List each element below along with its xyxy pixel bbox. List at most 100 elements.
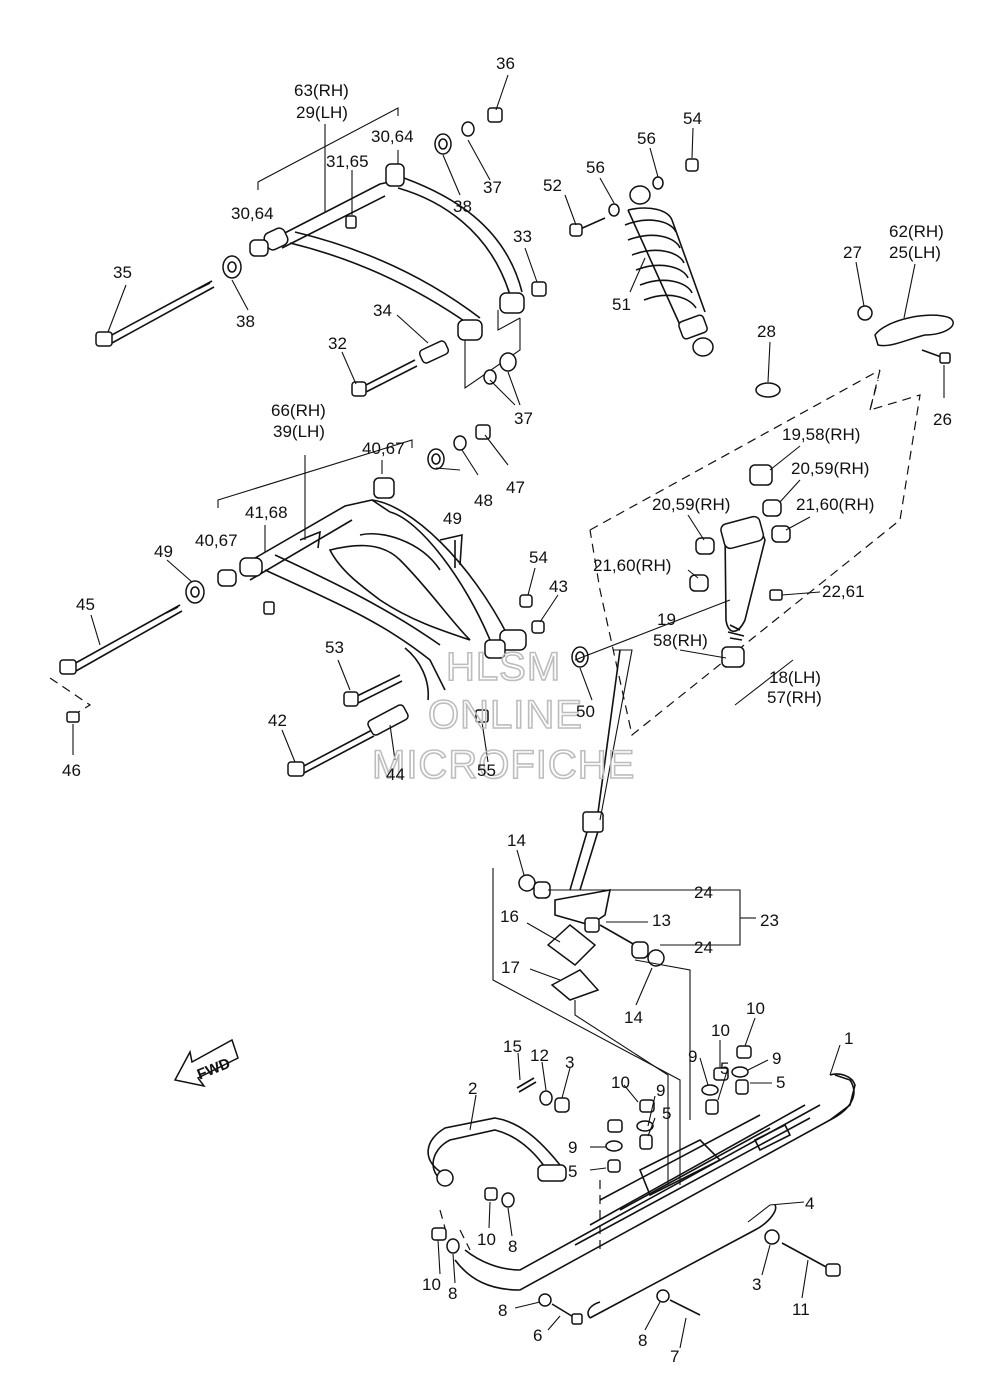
callout-10-b: 10 bbox=[711, 1021, 730, 1040]
callout-49-left: 49 bbox=[154, 542, 173, 561]
callout-49-top: 49 bbox=[443, 509, 462, 528]
callout-20-59-rh-a: 20,59(RH) bbox=[791, 459, 869, 478]
fwd-arrow: FWD bbox=[173, 1038, 239, 1088]
watermark-line2: ONLINE bbox=[428, 693, 583, 737]
callout-19-58-rh: 19,58(RH) bbox=[782, 425, 860, 444]
callout-46: 46 bbox=[62, 761, 81, 780]
callout-8-a: 8 bbox=[508, 1237, 517, 1256]
leader-lines bbox=[72, 74, 945, 1349]
callout-14-bot: 14 bbox=[624, 1008, 643, 1027]
upper-a-arm-group bbox=[95, 107, 547, 397]
callout-labels: 36 63(RH) 29(LH) 30,64 31,65 37 38 30,64… bbox=[62, 54, 952, 1366]
callout-15: 15 bbox=[503, 1037, 522, 1056]
callout-38-top: 38 bbox=[453, 197, 472, 216]
callout-38-left: 38 bbox=[236, 312, 255, 331]
callout-35: 35 bbox=[113, 263, 132, 282]
callout-9-c: 9 bbox=[656, 1081, 665, 1100]
callout-40-67-left: 40,67 bbox=[195, 531, 238, 550]
callout-56a: 56 bbox=[637, 129, 656, 148]
callout-45: 45 bbox=[76, 595, 95, 614]
callout-39-lh: 39(LH) bbox=[273, 422, 325, 441]
callout-58-rh: 58(RH) bbox=[653, 631, 708, 650]
callout-54-mid: 54 bbox=[529, 548, 548, 567]
callout-1: 1 bbox=[844, 1029, 853, 1048]
callout-9-a: 9 bbox=[688, 1047, 697, 1066]
callout-24-top: 24 bbox=[694, 883, 713, 902]
callout-24-bot: 24 bbox=[694, 938, 713, 957]
callout-36: 36 bbox=[496, 54, 515, 73]
callout-44: 44 bbox=[386, 765, 405, 784]
callout-5-d: 5 bbox=[568, 1162, 577, 1181]
watermark-line1: HLSM bbox=[446, 645, 561, 689]
callout-26: 26 bbox=[933, 410, 952, 429]
callout-33: 33 bbox=[513, 227, 532, 246]
callout-5-b: 5 bbox=[776, 1073, 785, 1092]
callout-13: 13 bbox=[652, 911, 671, 930]
callout-54-top: 54 bbox=[683, 109, 702, 128]
watermark-line3: MICROFICHE bbox=[372, 743, 635, 787]
callout-9-d: 9 bbox=[568, 1138, 577, 1157]
callout-23: 23 bbox=[760, 911, 779, 930]
lower-a-arm-group bbox=[49, 424, 589, 777]
callout-62-rh: 62(RH) bbox=[889, 222, 944, 241]
callout-10-c: 10 bbox=[611, 1073, 630, 1092]
callout-9-b: 9 bbox=[772, 1049, 781, 1068]
callout-10-a: 10 bbox=[746, 999, 765, 1018]
callout-53: 53 bbox=[325, 638, 344, 657]
callout-6: 6 bbox=[533, 1326, 542, 1345]
callout-3-top: 3 bbox=[565, 1053, 574, 1072]
callout-21-60-rh-b: 21,60(RH) bbox=[593, 556, 671, 575]
callout-5-c: 5 bbox=[662, 1104, 671, 1123]
callout-8-b: 8 bbox=[448, 1284, 457, 1303]
callout-51: 51 bbox=[612, 295, 631, 314]
callout-10-d: 10 bbox=[477, 1230, 496, 1249]
callout-27: 27 bbox=[843, 243, 862, 262]
callout-43: 43 bbox=[549, 577, 568, 596]
callout-55: 55 bbox=[477, 761, 496, 780]
shock-absorber bbox=[569, 158, 714, 357]
callout-4: 4 bbox=[805, 1194, 814, 1213]
ski bbox=[427, 1045, 856, 1325]
callout-19: 19 bbox=[657, 610, 676, 629]
ski-bracket-group bbox=[492, 868, 691, 1185]
callout-66-rh: 66(RH) bbox=[271, 401, 326, 420]
callout-7: 7 bbox=[670, 1347, 679, 1366]
callout-2: 2 bbox=[468, 1079, 477, 1098]
callout-22-61: 22,61 bbox=[822, 582, 865, 601]
callout-50: 50 bbox=[576, 702, 595, 721]
callout-56b: 56 bbox=[586, 158, 605, 177]
callout-34: 34 bbox=[373, 301, 392, 320]
callout-8-d: 8 bbox=[638, 1331, 647, 1350]
callout-11: 11 bbox=[792, 1300, 810, 1319]
callout-12: 12 bbox=[530, 1046, 549, 1065]
callout-32: 32 bbox=[328, 334, 347, 353]
callout-3-bot: 3 bbox=[752, 1275, 761, 1294]
callout-30-64-top: 30,64 bbox=[371, 127, 414, 146]
callout-63-rh: 63(RH) bbox=[294, 81, 349, 100]
callout-5-a: 5 bbox=[720, 1059, 729, 1078]
callout-30-64-left: 30,64 bbox=[231, 204, 274, 223]
callout-37-top: 37 bbox=[483, 178, 502, 197]
callout-41-68: 41,68 bbox=[245, 503, 288, 522]
steering-knuckle-group bbox=[569, 305, 954, 891]
watermark: HLSM ONLINE MICROFICHE bbox=[371, 644, 635, 788]
callout-21-60-rh-a: 21,60(RH) bbox=[796, 495, 874, 514]
callout-25-lh: 25(LH) bbox=[889, 243, 941, 262]
callout-10-e: 10 bbox=[422, 1275, 441, 1294]
callout-47: 47 bbox=[506, 478, 525, 497]
callout-40-67-top: 40,67 bbox=[362, 439, 405, 458]
callout-48: 48 bbox=[474, 491, 493, 510]
callout-16: 16 bbox=[500, 907, 519, 926]
callout-29-lh: 29(LH) bbox=[296, 103, 348, 122]
callout-42: 42 bbox=[268, 711, 287, 730]
callout-20-59-rh-b: 20,59(RH) bbox=[652, 495, 730, 514]
callout-31-65: 31,65 bbox=[326, 152, 369, 171]
callout-37-mid: 37 bbox=[514, 409, 533, 428]
callout-18-lh: 18(LH) bbox=[769, 668, 821, 687]
callout-28: 28 bbox=[757, 322, 776, 341]
callout-14-top: 14 bbox=[507, 831, 526, 850]
callout-17: 17 bbox=[501, 958, 520, 977]
callout-8-c: 8 bbox=[498, 1301, 507, 1320]
callout-57-rh: 57(RH) bbox=[767, 688, 822, 707]
